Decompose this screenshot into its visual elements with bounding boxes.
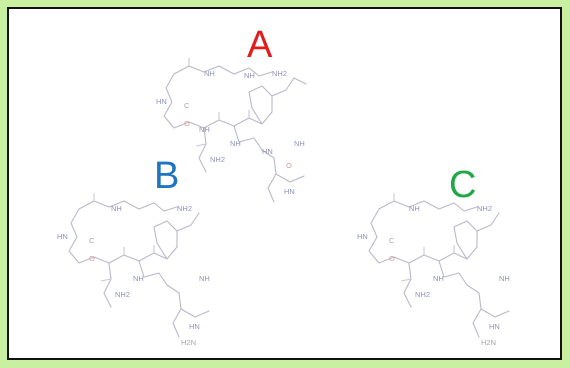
atom-nh: NH <box>199 125 210 134</box>
atom-o: O <box>286 161 292 170</box>
atom-nh: NH <box>204 69 215 78</box>
figure-frame: A B C NH NH NH2 HN C O NH NH HN NH2 O N <box>7 7 562 360</box>
atom-nh: NH <box>244 71 255 80</box>
atom-nh2: NH2 <box>477 204 492 213</box>
atom-c: C <box>184 101 190 110</box>
atom-nh: NH <box>133 274 144 283</box>
atom-nh: NH <box>111 204 122 213</box>
molecule-a-atoms: NH NH NH2 HN C O NH NH HN NH2 O NH HN <box>156 69 305 196</box>
atom-hn: HN <box>489 322 500 331</box>
atom-o: O <box>389 254 395 263</box>
atom-nh: NH <box>499 274 510 283</box>
atom-hn: HN <box>262 147 273 156</box>
atom-nh2: NH2 <box>415 290 430 299</box>
atom-nh2: NH2 <box>210 155 225 164</box>
molecule-b-bonds <box>68 193 210 338</box>
molecule-b-atoms: NH NH2 HN C O NH NH2 NH HN H2N <box>57 204 210 347</box>
atom-nh: NH <box>294 139 305 148</box>
atom-nh: NH <box>230 139 241 148</box>
atom-hn: HN <box>189 322 200 331</box>
atom-h2n: H2N <box>481 338 496 347</box>
atom-hn: HN <box>357 232 368 241</box>
molecule-a: NH NH NH2 HN C O NH NH HN NH2 O NH HN <box>156 58 307 203</box>
atom-nh2: NH2 <box>115 290 130 299</box>
panel-label-c: C <box>449 164 477 206</box>
atom-nh: NH <box>199 274 210 283</box>
atom-hn: HN <box>284 187 295 196</box>
panel-label-a: A <box>247 24 273 66</box>
atom-hn: HN <box>156 97 167 106</box>
atom-nh2: NH2 <box>272 69 287 78</box>
atom-c: C <box>89 236 95 245</box>
molecule-c-bonds <box>368 193 510 338</box>
atom-c: C <box>389 236 395 245</box>
molecule-b: NH NH2 HN C O NH NH2 NH HN H2N <box>57 193 210 347</box>
atom-nh: NH <box>409 204 420 213</box>
atom-nh2: NH2 <box>177 204 192 213</box>
panel-label-b: B <box>154 155 180 197</box>
molecule-c: NH NH2 HN C O NH NH2 NH HN H2N <box>357 193 510 347</box>
atom-hn: HN <box>57 232 68 241</box>
molecule-a-bonds <box>163 58 307 203</box>
atom-o: O <box>184 119 190 128</box>
atom-nh: NH <box>433 274 444 283</box>
atom-h2n: H2N <box>181 338 196 347</box>
atom-o: O <box>89 254 95 263</box>
molecule-c-atoms: NH NH2 HN C O NH NH2 NH HN H2N <box>357 204 510 347</box>
